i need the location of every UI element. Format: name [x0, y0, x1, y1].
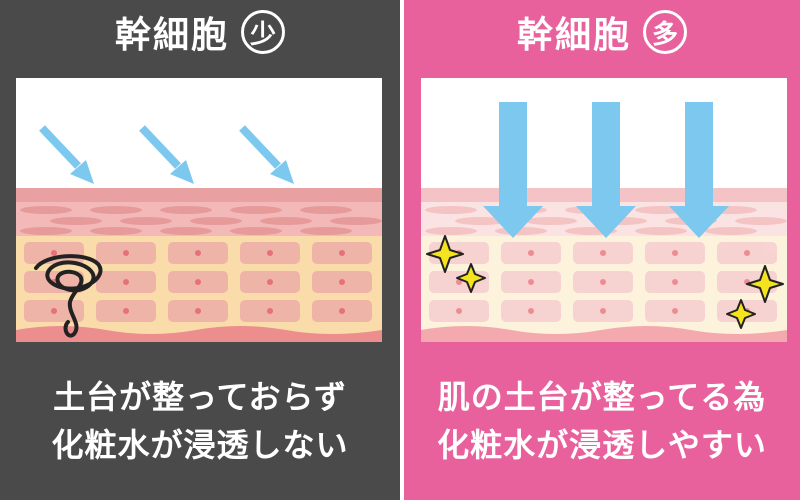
left-title: 幹細胞 少 — [0, 6, 400, 58]
left-sky — [16, 78, 382, 188]
right-basement-membrane — [421, 326, 787, 342]
sparkle-icon — [426, 235, 464, 273]
left-epidermis-cells — [20, 206, 382, 235]
left-dermis-cells — [24, 242, 372, 322]
right-arrows — [483, 102, 729, 238]
right-caption-line1: 肌の土台が整ってる為 — [437, 378, 767, 416]
sparkle-icon — [456, 263, 486, 293]
left-arrows — [39, 125, 294, 184]
scribble-icon — [34, 254, 103, 338]
right-skin-illustration — [421, 78, 787, 342]
arrow-icon — [139, 125, 194, 184]
left-caption-line2: 化粧水が浸透しない — [51, 426, 349, 464]
sparkles — [426, 235, 784, 329]
arrow-icon — [239, 125, 294, 184]
left-surface-layer — [16, 188, 382, 202]
left-basement-membrane — [16, 326, 382, 342]
left-caption-line1: 土台が整っておらず — [53, 378, 347, 416]
sparkle-icon — [726, 299, 756, 329]
left-badge-few: 少 — [241, 10, 285, 54]
right-dermis-cells — [429, 242, 777, 322]
arrow-icon — [39, 125, 94, 184]
arrow-down-icon — [576, 102, 636, 238]
right-badge-many: 多 — [643, 10, 687, 54]
left-title-text: 幹細胞 — [114, 15, 229, 56]
right-title: 幹細胞 多 — [404, 6, 800, 58]
arrow-down-icon — [483, 102, 543, 238]
arrow-down-icon — [669, 102, 729, 238]
right-panel: 幹細胞 多 — [404, 0, 800, 500]
left-panel: 幹細胞 少 — [0, 0, 400, 500]
left-skin-illustration — [16, 78, 382, 342]
right-caption-line2: 化粧水が浸透しやすい — [437, 426, 767, 464]
sparkle-icon — [746, 265, 784, 303]
right-title-text: 幹細胞 — [516, 15, 631, 56]
